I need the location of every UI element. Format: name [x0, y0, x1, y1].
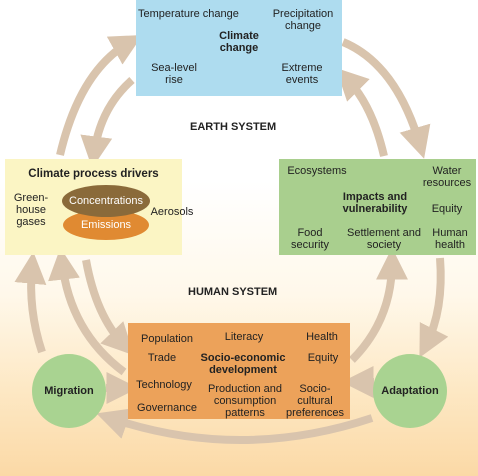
arrow-climate-to-impacts: [341, 38, 431, 159]
emissions-label: Emissions: [80, 219, 132, 231]
arrow-climate-to-drivers: [80, 76, 135, 169]
impacts-vulnerability-box: Ecosystems Water resources Impacts and v…: [279, 159, 476, 255]
concentrations-oval: Concentrations: [62, 185, 150, 217]
human-system-label: HUMAN SYSTEM: [188, 286, 278, 298]
governance-label: Governance: [137, 402, 197, 414]
arrow-impacts-to-climate: [335, 67, 388, 157]
arrow-drivers-to-socio: [82, 259, 134, 356]
arrow-socio-to-drivers: [48, 247, 127, 376]
trade-label: Trade: [147, 352, 177, 364]
climate-change-box: Temperature change Climate change Precip…: [136, 0, 342, 96]
drivers-title: Climate process drivers: [28, 168, 159, 180]
literacy-label: Literacy: [224, 331, 264, 343]
greenhouse-gases-label: Green- house gases: [13, 192, 49, 228]
socio-cultural-preferences-label: Socio- cultural preferences: [285, 383, 345, 419]
socio-economic-title: Socio-economic development: [200, 352, 286, 376]
population-label: Population: [141, 333, 193, 345]
extreme-events-label: Extreme events: [281, 62, 323, 86]
human-health-label: Human health: [432, 227, 468, 251]
ecosystems-label: Ecosystems: [287, 165, 347, 177]
food-security-label: Food security: [291, 227, 329, 251]
production-consumption-label: Production and consumption patterns: [208, 383, 282, 419]
arrow-drivers-to-climate: [56, 34, 143, 156]
concentrations-label: Concentrations: [69, 195, 143, 207]
climate-change-title: Climate change: [219, 30, 259, 54]
arrow-adaptation-to-migration: [96, 408, 374, 444]
adaptation-circle: Adaptation: [373, 354, 447, 428]
water-resources-label: Water resources: [422, 165, 472, 189]
impacts-title: Impacts and vulnerability: [342, 191, 408, 215]
migration-circle: Migration: [32, 354, 106, 428]
aerosols-label: Aerosols: [150, 206, 194, 218]
arrow-migration-to-drivers: [14, 251, 47, 354]
adaptation-label: Adaptation: [381, 385, 439, 397]
precipitation-change-label: Precipitation change: [272, 8, 334, 32]
sea-level-rise-label: Sea-level rise: [151, 62, 197, 86]
arrow-socio-to-impacts: [349, 247, 408, 363]
settlement-society-label: Settlement and society: [347, 227, 421, 251]
arrow-impacts-to-adaptation: [419, 257, 449, 358]
technology-label: Technology: [136, 379, 192, 391]
socio-economic-development-box: Population Literacy Health Trade Socio-e…: [128, 323, 350, 419]
health-label: Health: [306, 331, 338, 343]
earth-system-label: EARTH SYSTEM: [190, 121, 277, 133]
temperature-change-label: Temperature change: [138, 8, 239, 20]
equity-label-socio: Equity: [307, 352, 339, 364]
equity-label: Equity: [431, 203, 463, 215]
migration-label: Migration: [44, 385, 94, 397]
